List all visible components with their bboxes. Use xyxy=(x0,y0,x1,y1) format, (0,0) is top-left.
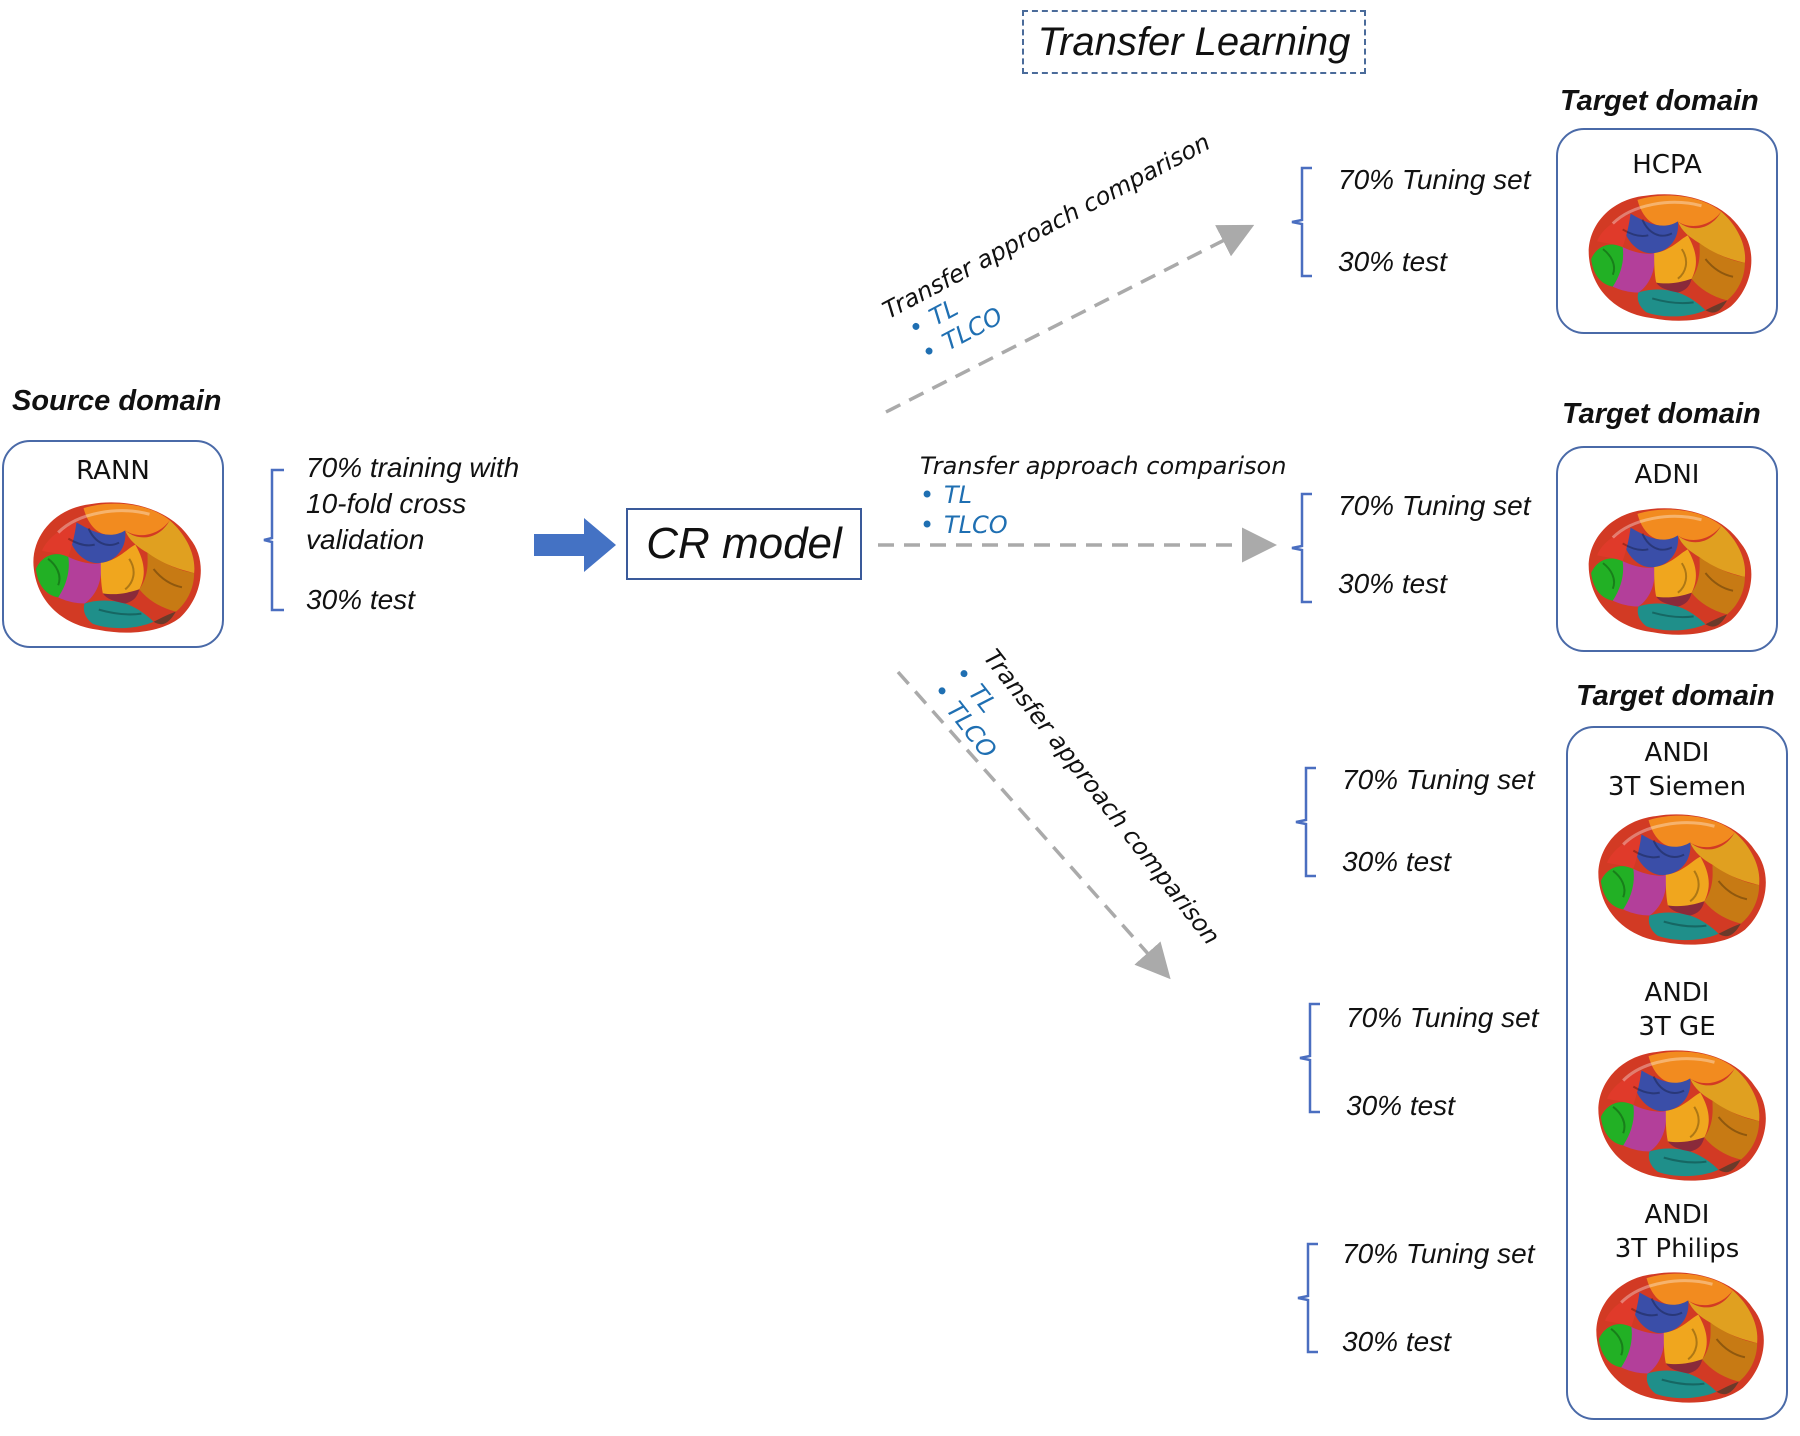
source-brain-panel: RANN xyxy=(2,440,224,648)
target-domain-label-3: Target domain xyxy=(1576,680,1775,712)
brain-image xyxy=(1596,812,1768,947)
target2-dataset-name: ADNI xyxy=(1634,460,1700,490)
target3a-split-bracket xyxy=(1295,766,1316,878)
target3a-tuning: 70% Tuning set xyxy=(1342,764,1535,795)
target3c-dataset-name-1: ANDI xyxy=(1644,1200,1710,1230)
target3c-tuning: 70% Tuning set xyxy=(1342,1238,1535,1269)
target3b-split-bracket xyxy=(1299,1002,1320,1114)
approach-item-tlco: •TLCO xyxy=(920,511,1008,539)
approach-label-middle: Transfer approach comparison •TL •TLCO xyxy=(920,452,1286,540)
source-split-train-3: validation xyxy=(306,524,425,555)
source-split-test: 30% test xyxy=(306,584,415,615)
approach-title: Transfer approach comparison xyxy=(920,452,1287,480)
brain-image xyxy=(1587,506,1753,637)
target3b-dataset-name-2: 3T GE xyxy=(1638,1012,1716,1042)
brain-image xyxy=(1594,1270,1766,1405)
source-dataset-name: RANN xyxy=(76,456,150,486)
brain-image xyxy=(1596,1048,1768,1183)
target-domain-label-2: Target domain xyxy=(1562,398,1761,430)
target2-tuning: 70% Tuning set xyxy=(1338,490,1531,521)
source-split-train-1: 70% training with xyxy=(306,452,520,483)
target3c-test: 30% test xyxy=(1342,1326,1451,1357)
target1-dataset-name: HCPA xyxy=(1632,150,1702,180)
transfer-learning-title: Transfer Learning xyxy=(1022,10,1366,74)
target1-tuning: 70% Tuning set xyxy=(1338,164,1531,195)
target-domain-label-1: Target domain xyxy=(1560,85,1759,117)
target3b-tuning: 70% Tuning set xyxy=(1346,1002,1539,1033)
target3a-dataset-name-2: 3T Siemen xyxy=(1607,772,1747,802)
source-split-train-2: 10-fold cross xyxy=(306,488,467,519)
target3a-test: 30% test xyxy=(1342,846,1451,877)
target2-test: 30% test xyxy=(1338,568,1447,599)
source-split-bracket xyxy=(263,468,284,612)
to-model-arrow xyxy=(534,518,616,572)
target3b-dataset-name-1: ANDI xyxy=(1644,978,1710,1008)
target3b-test: 30% test xyxy=(1346,1090,1455,1121)
target1-split-bracket xyxy=(1291,166,1312,278)
approach-item-tl: •TL xyxy=(920,481,973,509)
target1-brain-panel: HCPA xyxy=(1556,128,1778,334)
target3c-dataset-name-2: 3T Philips xyxy=(1614,1234,1740,1264)
cr-model-box: CR model xyxy=(626,508,862,580)
target2-brain-panel: ADNI xyxy=(1556,446,1778,652)
target2-split-bracket xyxy=(1291,492,1312,604)
source-domain-label: Source domain xyxy=(12,385,222,417)
target3-brain-panel: ANDI 3T Siemen ANDI 3T GE ANDI 3T Philip… xyxy=(1566,726,1788,1420)
target3c-split-bracket xyxy=(1297,1242,1318,1354)
brain-image xyxy=(1587,192,1753,323)
target3a-dataset-name-1: ANDI xyxy=(1644,738,1710,768)
target1-test: 30% test xyxy=(1338,246,1447,277)
